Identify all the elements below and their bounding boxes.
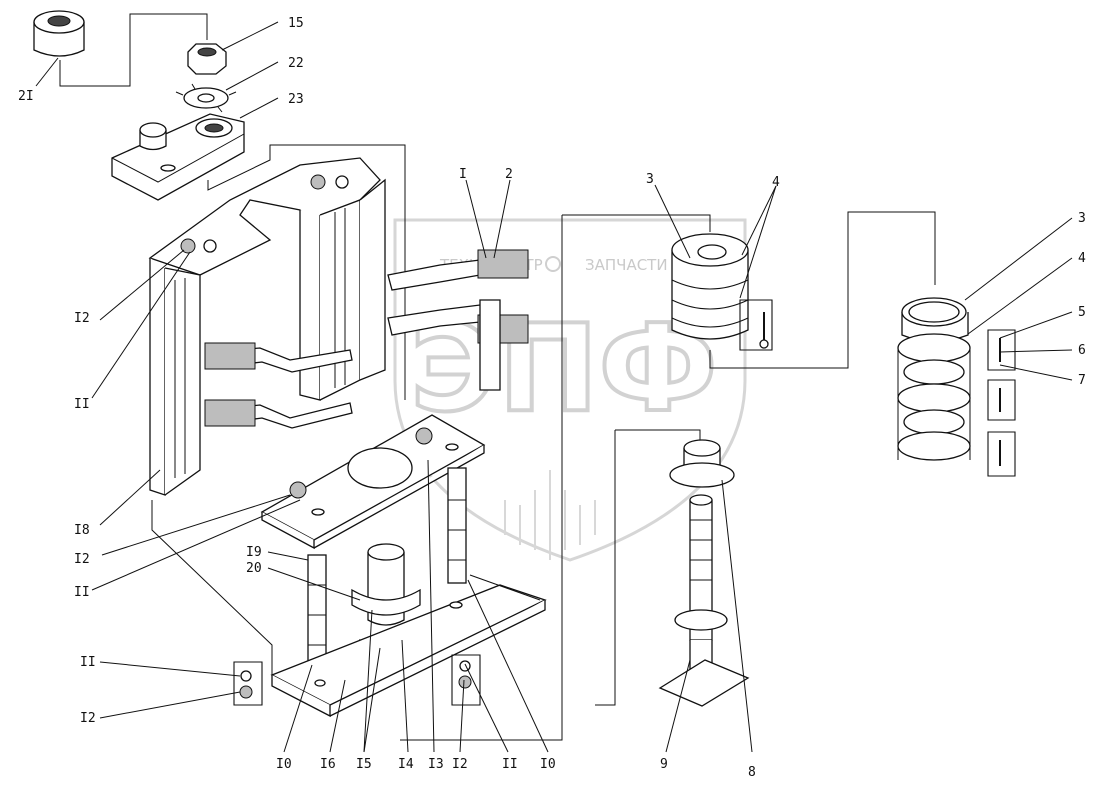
callout-1: I [459, 167, 467, 182]
part-contact-arms-left [204, 342, 353, 429]
leader-3-4 [562, 214, 711, 232]
part-1-2-contacts-right [387, 249, 529, 391]
callout-18: I8 [74, 523, 90, 538]
callout-2: 2 [505, 167, 513, 182]
callout-11-top: II [74, 397, 90, 412]
callout-23: 23 [288, 92, 304, 107]
leader-frame-left [400, 215, 563, 741]
part-3-4-assembly [671, 233, 773, 351]
callout-10-right: I0 [540, 757, 556, 772]
callout-15: 15 [288, 16, 304, 31]
callout-12-top: I2 [74, 311, 90, 326]
leader-9b [595, 430, 616, 706]
leader-3b [709, 211, 936, 369]
screw-set-center [451, 654, 481, 706]
part-21-cap [33, 10, 85, 57]
part-3-7-stack [897, 297, 1016, 477]
screw-set-left [233, 661, 263, 706]
callout-12-mid: I2 [74, 552, 90, 567]
callout-labels: 2I 15 22 23 I 2 3 4 3 4 5 6 7 I2 II I8 I… [18, 16, 1086, 780]
callout-14: I4 [398, 757, 414, 772]
callout-5: 5 [1078, 305, 1086, 320]
callout-21: 2I [18, 89, 34, 104]
part-18-housing [148, 157, 386, 496]
part-23-bracket [111, 113, 245, 201]
callout-3-mid: 3 [646, 172, 654, 187]
leader-base [151, 500, 273, 675]
callout-6: 6 [1078, 343, 1086, 358]
callout-8: 8 [748, 765, 756, 780]
part-15-hex-nut [187, 43, 227, 75]
callout-19: I9 [246, 545, 262, 560]
callout-15-bottom: I5 [356, 757, 372, 772]
callout-10-left: I0 [276, 757, 292, 772]
callout-11-mid: II [74, 585, 90, 600]
callout-20: 20 [246, 561, 262, 576]
callout-16: I6 [320, 757, 336, 772]
callout-13: I3 [428, 757, 444, 772]
callout-22: 22 [288, 56, 304, 71]
callout-12-low: I2 [80, 711, 96, 726]
callout-7: 7 [1078, 373, 1086, 388]
leader-21-15 [59, 13, 208, 87]
part-13-top-plate [260, 414, 486, 550]
callout-leaders [35, 21, 1073, 753]
part-22-washer [175, 83, 237, 113]
gear-icon [545, 256, 561, 272]
callout-12-bottom: I2 [452, 757, 468, 772]
callout-11-low: II [80, 655, 96, 670]
watermark-wheat-icon [504, 470, 596, 560]
callout-3-right: 3 [1078, 211, 1086, 226]
callout-11-bottom: II [502, 757, 518, 772]
callout-4-mid: 4 [772, 175, 780, 190]
watermark-sub: ЗАПЧАСТИ [585, 256, 668, 274]
callout-9: 9 [660, 757, 668, 772]
callout-4-right: 4 [1078, 251, 1086, 266]
part-8-9-shaft [658, 439, 750, 707]
leader-housing [207, 144, 406, 400]
